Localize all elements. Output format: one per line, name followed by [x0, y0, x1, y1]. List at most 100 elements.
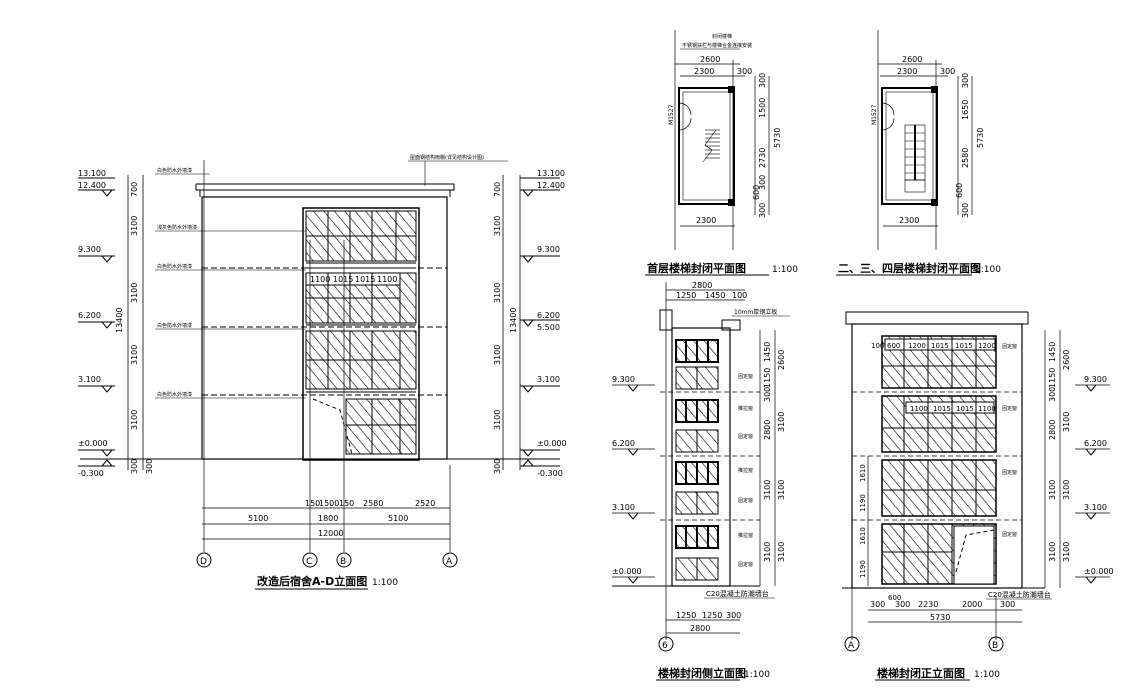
pg-rdim-1500: 1500 — [758, 98, 767, 118]
window-dim-4: 1100 — [377, 275, 397, 284]
dim-left-3100a: 3100 — [130, 216, 139, 236]
se-dim-2800: 2800 — [692, 281, 712, 290]
window-dim-1: 1100 — [310, 275, 330, 284]
title-plan-upper: 二、三、四层楼梯封闭平面图 — [838, 261, 981, 275]
rlevel-13100: 13.100 — [537, 169, 565, 178]
dim-left-300: 300 — [130, 459, 139, 474]
dim-right-3100d: 3100 — [493, 410, 502, 430]
level-12400: 12.400 — [78, 181, 106, 190]
fe-level-3100: 3.100 — [1084, 503, 1107, 512]
stair-lines-upper — [904, 124, 926, 193]
dim-right-total: 13400 — [509, 308, 518, 333]
fe-rdim-1450: 1450 — [1048, 342, 1057, 362]
fe-bdim-600: 600 — [888, 594, 901, 602]
note-roof: 屋面钢结构雨棚(详见结构设计图) — [410, 154, 484, 161]
stair-lines-ground — [702, 129, 720, 163]
axis-label-b: B — [340, 557, 346, 567]
se-rdim2-3100c: 3100 — [777, 542, 786, 562]
se-wnote-2: 推拉窗 — [738, 405, 753, 412]
plan-note-2: 不锈钢扶栏与楼梯合金连接安装 — [682, 42, 752, 49]
fe-ldim-1610a: 1610 — [859, 464, 867, 482]
se-dim-100: 100 — [732, 291, 747, 300]
bdim-150b: 150 — [339, 499, 354, 508]
fe-mdim-1100a: 1100 — [910, 405, 928, 413]
fe-rdim-300: 300 — [1048, 387, 1057, 402]
se-bdim-1250b: 1250 — [702, 611, 722, 620]
pg-rdim-300b: 300 — [758, 175, 767, 190]
pu-rdim-300a: 300 — [961, 73, 970, 88]
se-bdim-2800: 2800 — [690, 624, 710, 633]
bdim-2580: 2580 — [363, 499, 383, 508]
fe-wnote-1: 固定窗 — [1002, 343, 1017, 350]
fe-wnote-3: 固定窗 — [1002, 469, 1017, 476]
fe-level-0: ±0.000 — [1084, 567, 1114, 576]
fe-rdim-1150: 1150 — [1048, 368, 1057, 388]
level-9300: 9.300 — [78, 245, 101, 254]
title-side-elevation: 楼梯封闭侧立面图 — [658, 666, 746, 680]
fe-ldim-1610b: 1610 — [859, 527, 867, 545]
rlevel-5500: 5.500 — [537, 323, 560, 332]
rlevel-12400: 12.400 — [537, 181, 565, 190]
pg-door: M1527 — [668, 104, 675, 125]
fe-axis-label-a: A — [848, 641, 855, 651]
note-1: 白色防水外墙漆 — [157, 167, 192, 174]
side-elevation: 2800 1250 1450 100 10mm厚钢立板 — [612, 281, 790, 681]
dim-right-300: 300 — [493, 459, 502, 474]
note-5: 白色防水外墙漆 — [157, 391, 192, 398]
fe-rdim-3100b: 3100 — [1048, 542, 1057, 562]
scale-front-elevation: 1:100 — [974, 670, 1000, 680]
dim-right-700: 700 — [493, 182, 502, 197]
bdim-5100b: 5100 — [388, 514, 408, 523]
fe-ldim-1190a: 1190 — [859, 494, 867, 512]
dim-left-total: 13400 — [115, 308, 124, 333]
bdim-150a: 150 — [305, 499, 320, 508]
rlevel-6200: 6.200 — [537, 311, 560, 320]
bdim-5100a: 5100 — [248, 514, 268, 523]
axis-bubble-c — [302, 552, 318, 568]
roof-canopy — [195, 183, 455, 191]
stair-glazing — [302, 207, 420, 461]
bdim-1800: 1800 — [318, 514, 338, 523]
se-wnote-6: 推拉窗 — [738, 532, 753, 539]
window-dim-2: 1015 — [333, 275, 353, 284]
pu-dim-300: 300 — [940, 67, 955, 76]
fe-bdim-2230: 2230 — [918, 600, 938, 609]
fe-wnote-2: 固定窗 — [1002, 405, 1017, 412]
pu-rdim-5730: 5730 — [976, 128, 985, 148]
fe-rdim-3100a: 3100 — [1048, 480, 1057, 500]
fe-rdim2-2600: 2600 — [1062, 350, 1071, 370]
se-rdim2-2600: 2600 — [777, 350, 786, 370]
pu-rdim-1650: 1650 — [961, 100, 970, 120]
fe-level-9300: 9.300 — [1084, 375, 1107, 384]
se-windows — [675, 339, 719, 581]
fe-rdim2-3100a: 3100 — [1062, 412, 1071, 432]
bdim-12000: 12000 — [318, 529, 343, 538]
fe-mdim-1100b: 1100 — [978, 405, 996, 413]
note-3: 白色防水外墙漆 — [157, 263, 192, 270]
se-rdim2-3100b: 3100 — [777, 480, 786, 500]
fe-bdim-300c: 300 — [1000, 600, 1015, 609]
se-note-top: 10mm厚钢立板 — [734, 308, 777, 316]
rlevel-0: ±0.000 — [537, 439, 567, 448]
se-rdim-2800: 2800 — [763, 420, 772, 440]
se-bdim-300: 300 — [726, 611, 741, 620]
fe-bdim-300b: 300 — [895, 600, 910, 609]
dim-right-3100a: 3100 — [493, 216, 502, 236]
axis-label-c: C — [306, 557, 312, 567]
se-rdim-1150: 1150 — [763, 368, 772, 388]
fe-mdim-1015a: 1015 — [933, 405, 951, 413]
pu-rdim-300b: 300 — [961, 203, 970, 218]
fe-rdim2-3100c: 3100 — [1062, 542, 1071, 562]
fe-ldim-1190b: 1190 — [859, 560, 867, 578]
fe-wnote-4: 固定窗 — [1002, 531, 1017, 538]
scale-plan-ground: 1:100 — [772, 265, 798, 275]
axis-label-d: D — [200, 557, 207, 567]
left-levels: 13.100 12.400 9.300 6.200 3.100 ±0.000 -… — [78, 169, 115, 478]
fe-mdim-1015b: 1015 — [956, 405, 974, 413]
pu-dim-2300: 2300 — [897, 67, 917, 76]
fe-tdim-600: 600 — [887, 342, 900, 350]
bdim-2520: 2520 — [415, 499, 435, 508]
se-rdim-3100b: 3100 — [763, 542, 772, 562]
fe-windows — [881, 335, 997, 585]
plan-ground: 封闭楼梯 不锈钢扶栏与楼梯合金连接安装 2600 2300 300 M1527 — [645, 30, 798, 276]
